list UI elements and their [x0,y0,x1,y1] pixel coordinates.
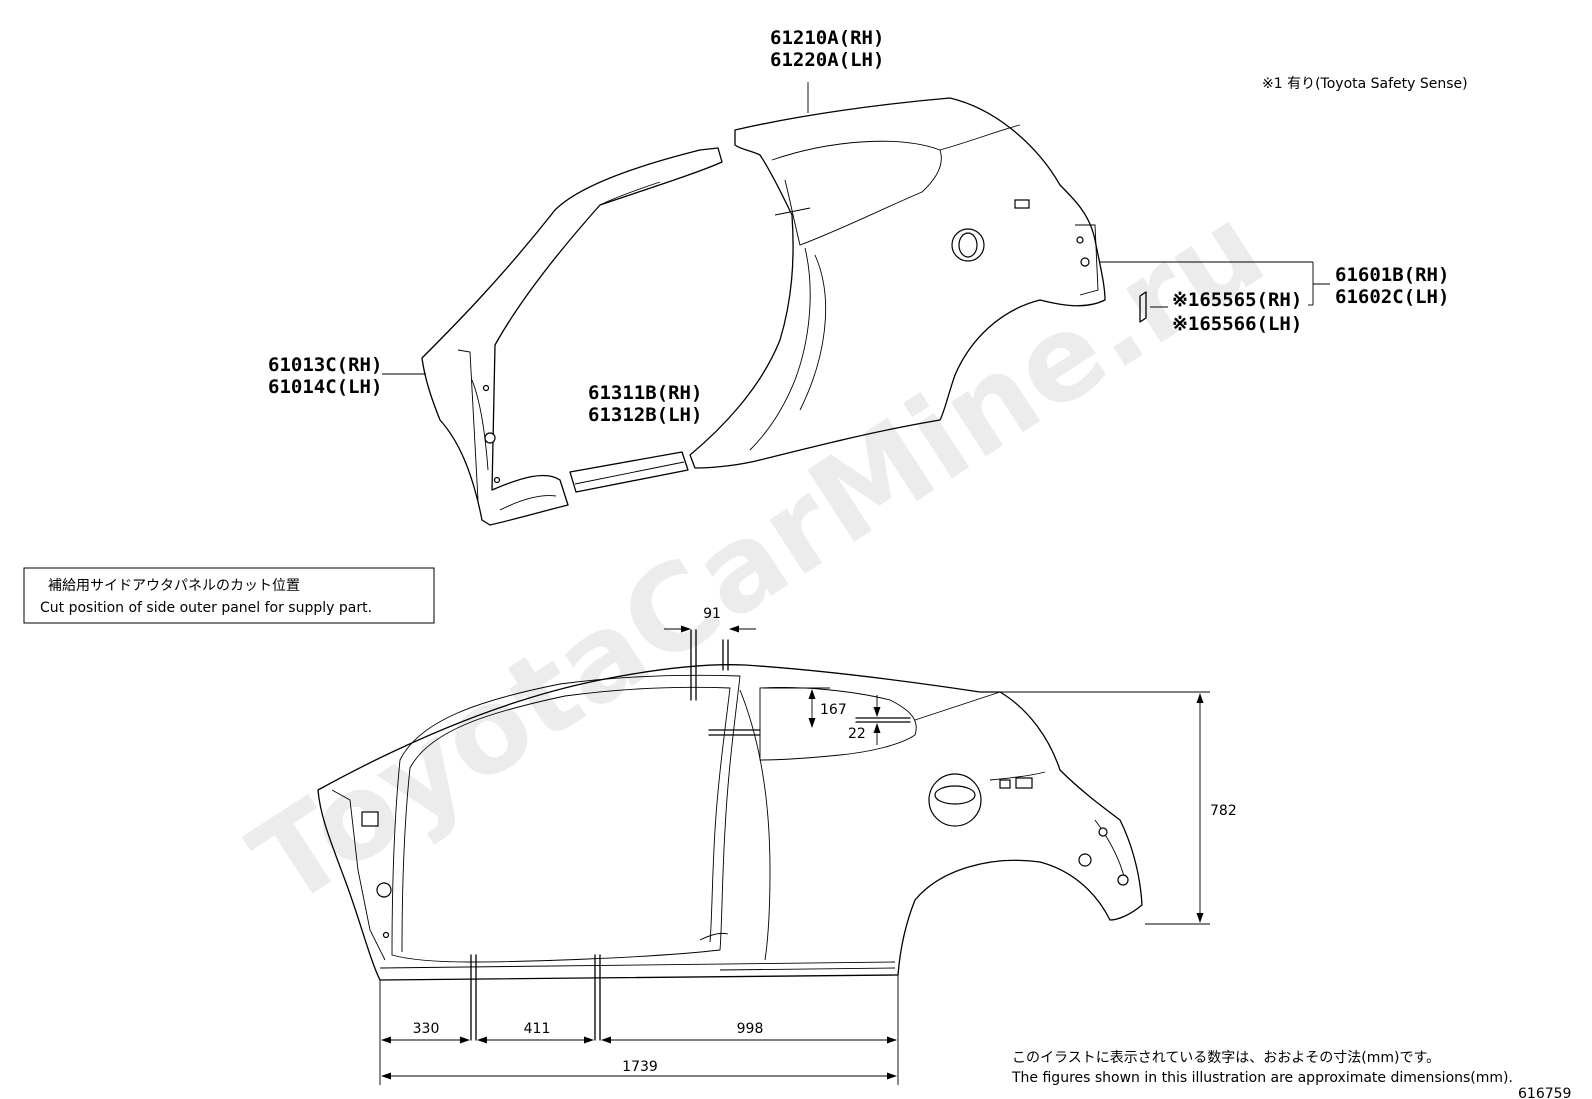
dimension-167: 167 [820,702,847,718]
quarter-panel [689,97,1106,469]
part-label-61013C-rh: 61013C(RH) [268,354,382,376]
part-label-65566-lh: ※165566(LH) [1172,313,1302,335]
assembled-side-panel [317,664,1143,981]
footer-note-jp: このイラストに表示されている数字は、おおよその寸法(mm)です。 [1012,1050,1440,1066]
cut-lines [470,629,911,1041]
dimension-782: 782 [1210,803,1237,819]
cut-position-box: 補給用サイドアウタパネルのカット位置 Cut position of side … [23,567,435,624]
dimension-lines [379,625,1210,1085]
front-pillar-panel [421,147,723,526]
door-opening [391,674,741,963]
toyota-safety-sense-note: ※1 有り(Toyota Safety Sense) [1262,76,1468,92]
part-label-61220A-lh: 61220A(LH) [770,49,884,71]
cut-position-text-jp: 補給用サイドアウタパネルのカット位置 [48,578,300,594]
leader-lines-top [382,82,1330,375]
part-label-61014C-lh: 61014C(LH) [268,376,382,398]
illustration-number: 616759 [1518,1086,1571,1099]
part-label-61311B-rh: 61311B(RH) [588,382,702,404]
part-label-61601B-rh: 61601B(RH) [1335,264,1449,286]
bracket-part [1139,291,1147,323]
dimension-330: 330 [413,1021,440,1037]
cut-position-text-en: Cut position of side outer panel for sup… [40,600,372,616]
side-outer-panel-outline [317,664,1143,981]
footer-note-en: The figures shown in this illustration a… [1011,1070,1513,1086]
part-label-65565-rh: ※165565(RH) [1172,289,1302,311]
dimension-91: 91 [703,606,721,622]
dimension-998: 998 [737,1021,764,1037]
watermark: ToyotaCarMine.ru [228,178,1287,933]
exploded-view [421,97,1147,526]
part-label-61602C-lh: 61602C(LH) [1335,286,1449,308]
part-label-61210A-rh: 61210A(RH) [770,27,884,49]
quarter-window-opening [759,687,917,761]
rocker-panel [569,451,689,493]
dimension-22: 22 [848,726,866,742]
dimension-411: 411 [524,1021,551,1037]
dimension-1739: 1739 [622,1059,658,1075]
part-label-61312B-lh: 61312B(LH) [588,404,702,426]
